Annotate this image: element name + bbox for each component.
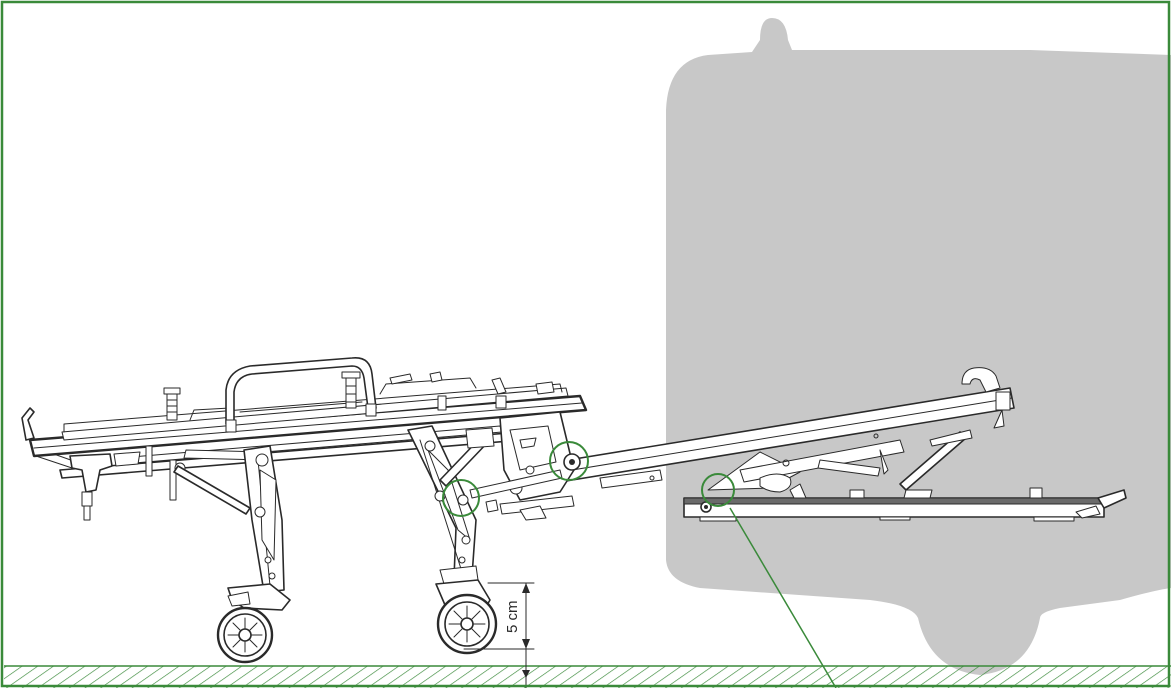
holder-right [341, 371, 361, 409]
highlight-circles [442, 441, 837, 688]
loading-coupling [457, 411, 581, 521]
front-wheel [216, 606, 274, 664]
front-leg [227, 445, 291, 611]
holder-left [163, 387, 181, 421]
ambulance-rear-silhouette-icon [666, 18, 1171, 675]
stretcher-trolley-icon [21, 357, 588, 664]
leader-line [729, 507, 837, 688]
highlight-circle-platform-pivot [701, 473, 735, 507]
inclined-loading-frame [555, 367, 1015, 499]
rear-wheel [436, 593, 498, 655]
highlight-circle-coupling [549, 441, 589, 481]
clearance-label: 5 cm [504, 600, 521, 633]
ground-clearance-dimension: 5 cm [463, 582, 535, 688]
highlight-circle-leg-pivot [442, 479, 480, 517]
ground-hatch [4, 665, 1171, 688]
